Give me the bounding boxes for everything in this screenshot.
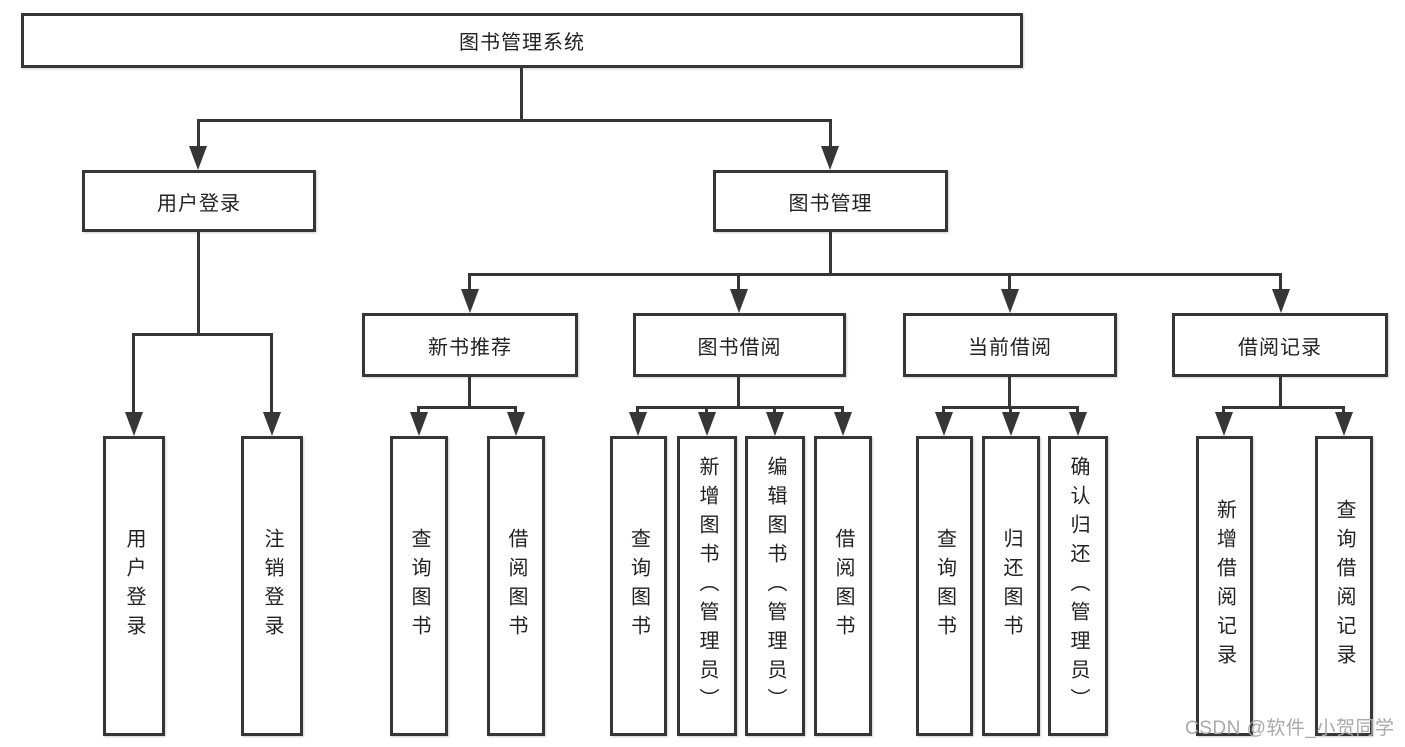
leaf-add-book-admin: 新增图书（管理员） bbox=[677, 436, 737, 736]
node-borrow-records: 借阅记录 bbox=[1172, 313, 1388, 377]
leaf-logout: 注销登录 bbox=[241, 436, 303, 736]
arrow-down-icon bbox=[125, 412, 143, 436]
connector-user-login-rail bbox=[133, 333, 273, 336]
connector-user-login-stem bbox=[197, 232, 200, 335]
node-user-login: 用户登录 bbox=[82, 170, 316, 232]
leaf-newbook-borrow-book: 借阅图书 bbox=[487, 436, 545, 736]
arrow-down-icon bbox=[935, 412, 953, 436]
connector-book-borrow-rail bbox=[638, 406, 843, 409]
connector-to-borrow-record bbox=[1279, 273, 1282, 294]
leaf-current-query-book: 查询图书 bbox=[916, 436, 973, 736]
connector-to-leaf bbox=[132, 333, 135, 417]
leaf-label: 确认归还（管理员） bbox=[1067, 455, 1089, 717]
node-book-management: 图书管理 bbox=[713, 170, 948, 232]
arrow-down-icon bbox=[1001, 289, 1019, 313]
arrow-down-icon bbox=[410, 412, 428, 436]
leaf-confirm-return-admin: 确认归还（管理员） bbox=[1048, 436, 1108, 736]
leaf-label: 借阅图书 bbox=[505, 528, 527, 644]
node-label: 用户登录 bbox=[157, 192, 241, 215]
leaf-label: 编辑图书（管理员） bbox=[764, 455, 786, 717]
arrow-down-icon bbox=[1272, 289, 1290, 313]
connector-borrow-records-stem bbox=[1279, 377, 1282, 408]
arrow-down-icon bbox=[1335, 412, 1353, 436]
leaf-edit-book-admin: 编辑图书（管理员） bbox=[745, 436, 805, 736]
node-label: 当前借阅 bbox=[968, 336, 1052, 359]
arrow-down-icon bbox=[730, 289, 748, 313]
connector-to-book-borrow bbox=[737, 273, 740, 294]
arrow-down-icon bbox=[834, 412, 852, 436]
connector-book-management-stem bbox=[829, 232, 832, 275]
leaf-add-borrow-record: 新增借阅记录 bbox=[1196, 436, 1253, 736]
leaf-user-login: 用户登录 bbox=[103, 436, 165, 736]
connector-new-book-rail bbox=[419, 406, 516, 409]
arrow-down-icon bbox=[189, 146, 207, 170]
leaf-return-book: 归还图书 bbox=[982, 436, 1040, 736]
arrow-down-icon bbox=[507, 412, 525, 436]
node-label: 图书借阅 bbox=[697, 336, 782, 359]
leaf-label: 归还图书 bbox=[1000, 528, 1022, 644]
csdn-watermark: CSDN @软件_小贺同学 bbox=[1185, 718, 1395, 739]
node-library-management-system: 图书管理系统 bbox=[21, 13, 1023, 68]
leaf-label: 查询借阅记录 bbox=[1333, 499, 1355, 673]
node-label: 图书管理系统 bbox=[459, 32, 585, 54]
leaf-borrow-query-book: 查询图书 bbox=[610, 436, 667, 736]
connector-current-borrow-stem bbox=[1008, 377, 1011, 408]
arrow-down-icon bbox=[461, 289, 479, 313]
connector-borrow-records-rail bbox=[1224, 406, 1344, 409]
leaf-borrow-borrow-book: 借阅图书 bbox=[814, 436, 872, 736]
node-label: 新书推荐 bbox=[428, 336, 512, 359]
connector-to-user-login bbox=[197, 119, 200, 150]
leaf-newbook-query-book: 查询图书 bbox=[390, 436, 448, 736]
connector-root-stem bbox=[520, 68, 523, 121]
leaf-label: 查询图书 bbox=[627, 528, 650, 644]
leaf-label: 用户登录 bbox=[123, 528, 145, 644]
connector-new-book-stem bbox=[468, 377, 471, 408]
connector-to-book-management bbox=[829, 119, 832, 150]
node-book-borrow: 图书借阅 bbox=[633, 313, 846, 377]
arrow-down-icon bbox=[629, 412, 647, 436]
node-label: 借阅记录 bbox=[1238, 336, 1322, 359]
node-label: 图书管理 bbox=[788, 192, 873, 215]
leaf-label: 注销登录 bbox=[261, 528, 283, 644]
connector-level2-rail bbox=[197, 119, 831, 122]
leaf-label: 新增图书（管理员） bbox=[696, 455, 718, 717]
connector-level3-rail bbox=[470, 273, 1281, 276]
arrow-down-icon bbox=[766, 412, 784, 436]
leaf-query-borrow-record: 查询借阅记录 bbox=[1315, 436, 1373, 736]
connector-book-borrow-stem bbox=[737, 377, 740, 408]
connector-to-leaf bbox=[270, 333, 273, 417]
leaf-label: 借阅图书 bbox=[832, 528, 854, 644]
arrow-down-icon bbox=[821, 146, 839, 170]
arrow-down-icon bbox=[263, 412, 281, 436]
arrow-down-icon bbox=[698, 412, 716, 436]
leaf-label: 查询图书 bbox=[933, 528, 956, 644]
arrow-down-icon bbox=[1215, 412, 1233, 436]
arrow-down-icon bbox=[1069, 412, 1087, 436]
connector-to-new-book bbox=[468, 273, 471, 294]
arrow-down-icon bbox=[1002, 412, 1020, 436]
connector-to-current-borrow bbox=[1008, 273, 1011, 294]
node-new-book-recommend: 新书推荐 bbox=[362, 313, 578, 377]
node-current-borrow: 当前借阅 bbox=[903, 313, 1117, 377]
leaf-label: 新增借阅记录 bbox=[1213, 499, 1236, 673]
leaf-label: 查询图书 bbox=[408, 528, 430, 644]
